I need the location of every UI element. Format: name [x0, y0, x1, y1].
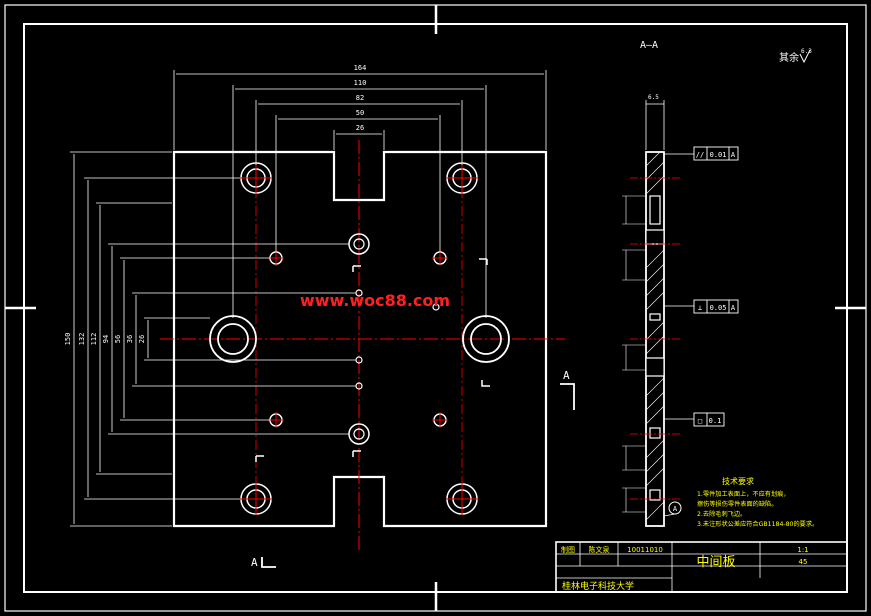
designer-label: 制图 — [561, 545, 575, 554]
leader-mark — [352, 450, 361, 457]
tiny-hole — [432, 303, 440, 311]
dim-width-overall: 164 — [354, 64, 367, 72]
section-center-lines — [630, 177, 680, 500]
dim-width-slot: 26 — [356, 124, 364, 132]
section-cavities — [645, 195, 665, 501]
watermark-text: www.woc88.com — [300, 291, 450, 310]
section-marker-bottom: A — [251, 556, 258, 569]
plan-view: 164 110 82 50 26 150 132 112 94 56 36 26 — [64, 64, 575, 569]
tolerance-frame-perpendicular: ⊥ 0.05 A — [664, 299, 739, 314]
dim-width-small-holes: 50 — [356, 109, 364, 117]
tolerance-frame-flatness: □ 0.1 — [664, 412, 725, 427]
tech-req-item: 3.未注形状公差应符合GB1184-80的要求。 — [697, 520, 818, 528]
dim-height-center: 26 — [138, 335, 146, 343]
svg-text:⊥: ⊥ — [698, 304, 702, 312]
dim-section-thickness: 6.5 — [648, 94, 659, 101]
leader-mark — [481, 380, 490, 387]
dim-width-large-holes: 110 — [354, 79, 367, 87]
svg-text:A: A — [731, 151, 736, 159]
section-view: A—A 其余 6.3 6.5 — [622, 40, 812, 527]
tech-req-title: 技术要求 — [722, 476, 754, 486]
drawing-number: 10011010 — [627, 546, 663, 554]
guide-bushing-top-left — [240, 162, 272, 194]
guide-bushing-bottom-right — [446, 483, 478, 515]
dim-height-medium-holes: 94 — [102, 335, 110, 343]
section-view-title: A—A — [640, 40, 658, 51]
dim-height-small-holes: 56 — [114, 335, 122, 343]
section-arrow-bottom — [261, 557, 276, 568]
dim-height-bushings: 132 — [78, 333, 86, 346]
plate-outline — [172, 150, 548, 528]
roughness-note: 其余 — [779, 51, 799, 64]
designer-name: 陈文泉 — [589, 545, 610, 554]
tech-req-item: 2.去除毛刺飞边。 — [697, 510, 746, 518]
roughness-symbol — [799, 49, 811, 64]
svg-text:A: A — [731, 304, 736, 312]
svg-text:0.1: 0.1 — [709, 417, 722, 425]
tech-req-item: 擦伤等损伤零件表面的缺陷。 — [697, 500, 777, 508]
section-arrow-right — [560, 383, 575, 410]
svg-text://: // — [696, 151, 704, 159]
tolerance-frame-parallel: // 0.01 A — [664, 146, 739, 161]
drawing-material: 45 — [799, 558, 808, 566]
drawing-title: 中间板 — [696, 555, 735, 570]
roughness-value: 6.3 — [801, 48, 812, 55]
svg-text:□: □ — [698, 417, 702, 425]
leader-mark — [255, 455, 264, 462]
dim-width-bushings: 82 — [356, 94, 364, 102]
drawing-scale: 1:1 — [797, 546, 808, 554]
guide-bushing-top-right — [446, 162, 478, 194]
technical-requirements: 技术要求 1.零件加工表面上，不应有划痕， 擦伤等损伤零件表面的缺陷。 2.去除… — [697, 476, 818, 528]
guide-bushing-bottom-left — [240, 483, 272, 515]
dim-height-overall: 150 — [64, 333, 72, 346]
dim-height-tiny-holes: 36 — [126, 335, 134, 343]
dim-height-slots: 112 — [90, 333, 98, 346]
datum-label: A — [673, 505, 678, 513]
title-block: 制图 陈文泉 10011010 中间板 1:1 45 桂林电子科技大学 — [555, 541, 848, 593]
school-name: 桂林电子科技大学 — [562, 580, 634, 592]
section-marker-right: A — [563, 369, 570, 382]
leader-mark — [352, 265, 361, 272]
tech-req-item: 1.零件加工表面上，不应有划痕， — [697, 490, 790, 498]
svg-text:0.05: 0.05 — [710, 304, 727, 312]
section-dim-ticks — [622, 195, 646, 513]
vertical-dimension-lines — [70, 151, 356, 527]
horizontal-dimension-lines — [173, 70, 547, 318]
svg-text:0.01: 0.01 — [710, 151, 727, 159]
